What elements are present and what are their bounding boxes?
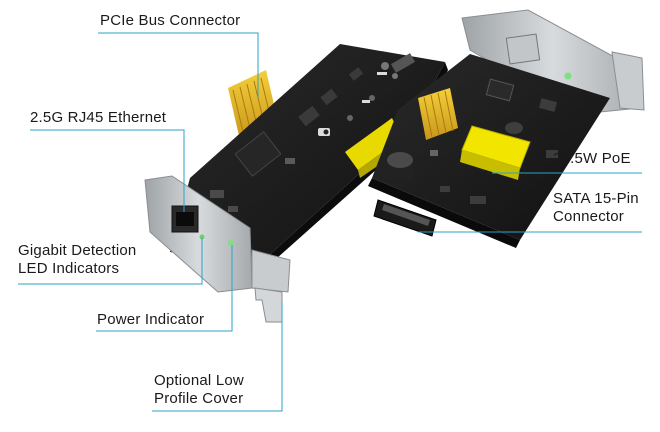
- right-card: [368, 9, 645, 248]
- power-led: [228, 240, 234, 246]
- callout-low-profile: [152, 302, 283, 412]
- callout-lines: [18, 32, 642, 412]
- left-pcb: [170, 44, 445, 268]
- label-sata-connector: SATA 15-Pin Connector: [553, 190, 639, 225]
- label-poe: 25.5W PoE: [553, 150, 631, 167]
- label-gigabit-detection: Gigabit Detection LED Indicators: [18, 242, 137, 277]
- label-low-profile-cover: Optional Low Profile Cover: [154, 372, 244, 407]
- left-card: [144, 44, 448, 323]
- callout-pcie: [98, 32, 259, 98]
- right-gold-fingers: [418, 88, 458, 140]
- right-rj45-port: [505, 33, 541, 65]
- callout-rj45: [30, 129, 185, 212]
- label-pcie-bus-connector: PCIe Bus Connector: [100, 12, 241, 29]
- left-pcb-components: [210, 53, 416, 212]
- label-power-indicator: Power Indicator: [97, 311, 205, 328]
- callout-power-led: [96, 245, 233, 332]
- callout-gigabit-led: [18, 238, 203, 285]
- label-rj45-ethernet: 2.5G RJ45 Ethernet: [30, 109, 167, 126]
- gigabit-led: [199, 234, 205, 240]
